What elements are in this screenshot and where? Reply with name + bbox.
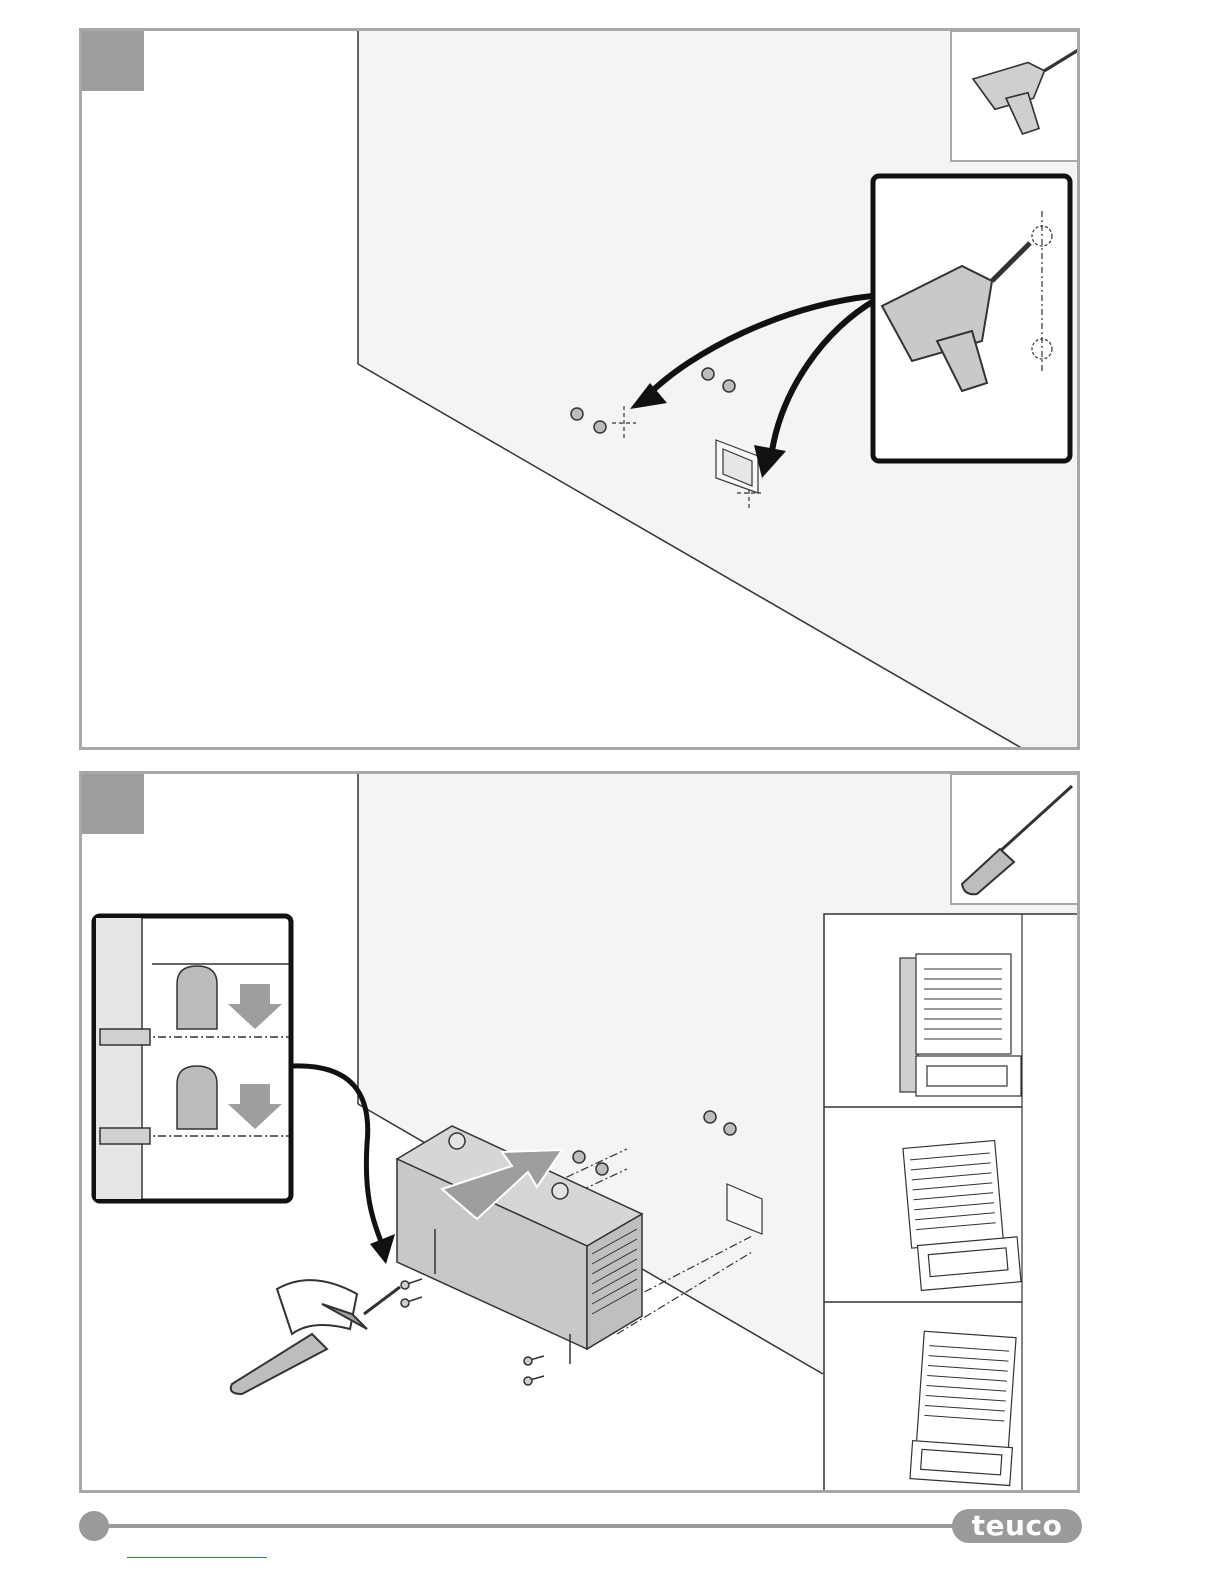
footer-rule (99, 1524, 962, 1528)
mount-illustration (82, 774, 1080, 1493)
page-marker (79, 1511, 109, 1541)
cover-steps (824, 914, 1080, 1493)
drill-illustration (82, 31, 1080, 750)
step-panel-drill (79, 28, 1080, 750)
cover-view-1 (900, 954, 1021, 1096)
brand-logo: teuco (952, 1509, 1082, 1543)
page-footer: teuco (79, 1508, 1082, 1544)
link-underline (127, 1557, 267, 1558)
cover-view-3 (910, 1331, 1020, 1486)
step-panel-mount (79, 771, 1080, 1493)
wall-plug-tool-icon (231, 1280, 367, 1394)
